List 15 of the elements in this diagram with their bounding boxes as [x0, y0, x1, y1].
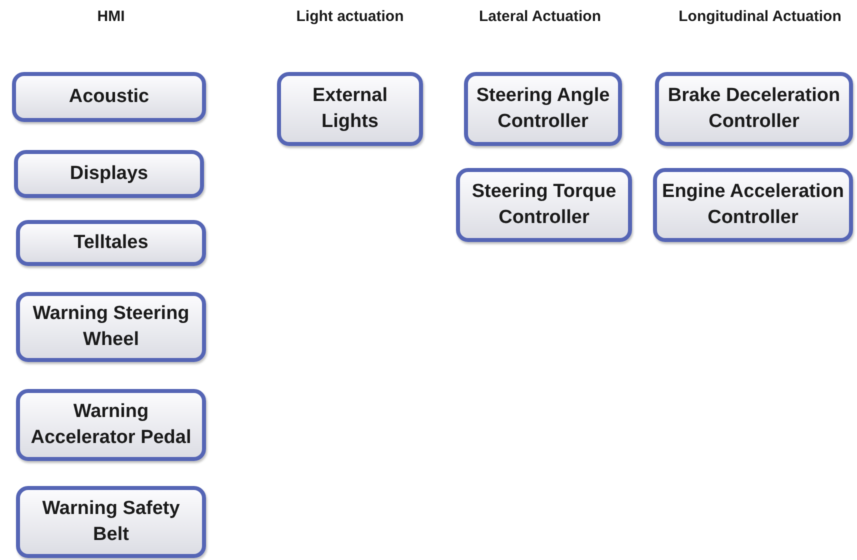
component-box: Brake Deceleration Controller — [655, 72, 853, 146]
component-box: External Lights — [277, 72, 423, 146]
component-box: Telltales — [16, 220, 206, 266]
component-box: Steering Angle Controller — [464, 72, 622, 146]
component-box: Warning Steering Wheel — [16, 292, 206, 362]
component-box: Warning Accelerator Pedal — [16, 389, 206, 461]
column-heading: HMI — [97, 8, 125, 25]
column-heading: Longitudinal Actuation — [678, 8, 842, 25]
component-box: Engine Acceleration Controller — [653, 168, 853, 242]
component-box: Warning Safety Belt — [16, 486, 206, 558]
component-box: Acoustic — [12, 72, 206, 122]
component-box: Steering Torque Controller — [456, 168, 632, 242]
column-heading: Lateral Actuation — [479, 8, 601, 25]
component-box: Displays — [14, 150, 204, 198]
column-heading: Light actuation — [296, 8, 404, 25]
